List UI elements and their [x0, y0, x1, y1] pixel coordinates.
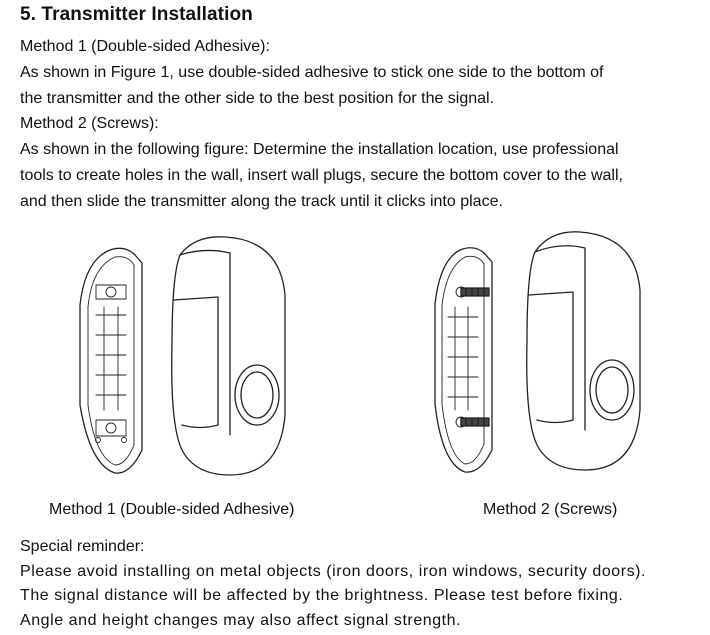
method1-text: Method 1 (Double-sided Adhesive): As sho…: [20, 34, 603, 112]
reminder-heading: Special reminder:: [20, 538, 145, 555]
special-reminder: Special reminder: Please avoid installin…: [20, 535, 646, 633]
reminder-line-1: Please avoid installing on metal objects…: [20, 562, 647, 580]
method1-heading: Method 1 (Double-sided Adhesive):: [20, 38, 270, 55]
method2-line-2: tools to create holes in the wall, inser…: [20, 167, 623, 184]
method2-heading: Method 2 (Screws):: [20, 115, 159, 132]
method2-line-3: and then slide the transmitter along the…: [20, 193, 503, 210]
screw-bottom-icon: [460, 417, 490, 427]
method2-text: Method 2 (Screws): As shown in the follo…: [20, 111, 623, 215]
method1-line-1: As shown in Figure 1, use double-sided a…: [20, 64, 604, 81]
reminder-line-2: The signal distance will be affected by …: [20, 587, 624, 604]
method1-line-2: the transmitter and the other side to th…: [20, 90, 495, 107]
transmitter-icon: [171, 236, 286, 476]
screw-top-icon: [460, 287, 490, 297]
section-title: 5. Transmitter Installation: [20, 4, 253, 25]
figure-method2: [434, 231, 641, 473]
figure-caption-method2: Method 2 (Screws): [483, 501, 618, 518]
transmitter-icon: [526, 231, 641, 471]
base-plate-icon: [79, 247, 143, 474]
reminder-line-3: Angle and height changes may also affect…: [20, 611, 462, 629]
figure-caption-method1: Method 1 (Double-sided Adhesive): [49, 501, 295, 518]
figure-method1: [79, 236, 286, 476]
method2-line-1: As shown in the following figure: Determ…: [20, 141, 619, 158]
base-plate-icon: [434, 247, 493, 473]
